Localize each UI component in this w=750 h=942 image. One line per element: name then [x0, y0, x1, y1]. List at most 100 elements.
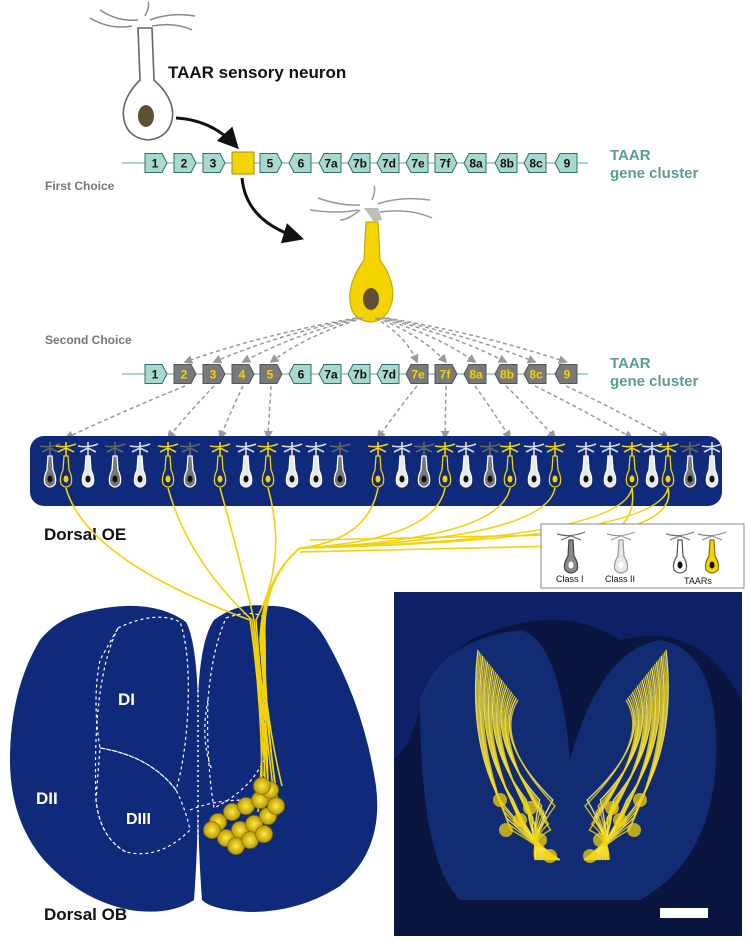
gene-label: 8c [529, 368, 543, 382]
choice-arrow [269, 317, 364, 364]
projection-arrow [474, 385, 511, 440]
other-neuron [599, 442, 621, 488]
gene-3: 3 [202, 364, 226, 384]
other-neuron [281, 442, 303, 488]
other-neuron [701, 442, 723, 488]
choice-arrow [374, 317, 419, 364]
projection-arrow [64, 385, 186, 440]
taar-neuron [367, 442, 389, 488]
gene-label: 7a [324, 157, 338, 171]
gene-9: 9 [554, 364, 578, 384]
gene-label: 7d [382, 157, 396, 171]
first-choice-label: First Choice [45, 179, 115, 193]
gene-2: 2 [173, 364, 197, 384]
zone-di-label: DI [118, 690, 135, 709]
other-neuron [235, 442, 257, 488]
other-neuron [679, 442, 701, 488]
gene-label: 5 [267, 157, 274, 171]
gene-6: 6 [288, 364, 312, 384]
legend-taars: TAARs [684, 576, 712, 586]
other-neuron [305, 442, 327, 488]
gene-8a: 8a [463, 364, 487, 384]
gene-7f: 7f [434, 153, 458, 173]
projection-arrow [218, 385, 244, 440]
projection-arrow [505, 385, 557, 440]
oe-neurons [39, 442, 723, 488]
dashed-arrows-to-genes [183, 317, 568, 364]
gene-label: 3 [210, 157, 217, 171]
taar-neuron [434, 442, 456, 488]
neuron-legend: Class I Class II TAARs [540, 523, 745, 589]
taar-neuron [157, 442, 179, 488]
scale-bar [660, 908, 708, 918]
gene-label: 8c [529, 157, 543, 171]
gene-6: 6 [288, 153, 312, 173]
choice-arrow [386, 317, 568, 364]
gene-5: 5 [259, 364, 283, 384]
choice-arrow [381, 317, 508, 363]
other-neuron [523, 442, 545, 488]
gene-label: 7b [353, 157, 367, 171]
choice-arrow [376, 317, 448, 364]
legend-class-i: Class I [556, 574, 584, 584]
gene-label: 2 [181, 157, 188, 171]
gene-chosen [231, 151, 255, 175]
gene-7a: 7a [318, 364, 342, 384]
gene-label: 7f [440, 157, 452, 171]
gene-7e: 7e [405, 364, 429, 384]
projection-arrow [263, 385, 273, 440]
glomerulus [203, 821, 221, 839]
gene-8c: 8c [523, 364, 547, 384]
other-neuron [479, 442, 501, 488]
gene-7e: 7e [405, 153, 429, 173]
gene-7b: 7b [347, 153, 371, 173]
gene-label: 4 [239, 368, 246, 382]
zone-diii-label: DIII [126, 811, 151, 828]
taar-neuron [657, 442, 679, 488]
choice-arrow [379, 317, 477, 364]
taar-neuron [209, 442, 231, 488]
gene-label: 8b [500, 157, 514, 171]
gene-label: 1 [152, 368, 159, 382]
axon [65, 487, 263, 791]
gene-label: 1 [152, 157, 159, 171]
taar-neuron [499, 442, 521, 488]
legend-neuron-icon [697, 531, 727, 574]
gene-label: 9 [564, 368, 571, 382]
gene-8a: 8a [463, 153, 487, 173]
axon [263, 487, 669, 777]
choice-arrow [212, 317, 359, 364]
gene-label: 7d [382, 368, 396, 382]
gene-5: 5 [259, 153, 283, 173]
taar-neuron [55, 442, 77, 488]
gene-7b: 7b [347, 364, 371, 384]
projection-arrow [534, 385, 634, 439]
gene-7f: 7f [434, 364, 458, 384]
cluster-label-line2: gene cluster [610, 165, 699, 182]
dashed-arrows-to-oe [64, 385, 670, 440]
ob-right-hemisphere [197, 605, 378, 912]
taar-glomeruli [203, 777, 285, 855]
second-arrow [240, 177, 305, 244]
second-choice-label: Second Choice [45, 333, 132, 347]
legend-neuron-icon [606, 531, 636, 574]
cluster-label-2: TAAR gene cluster [610, 355, 699, 390]
gene-2: 2 [173, 153, 197, 173]
dorsal-oe-label: Dorsal OE [44, 525, 126, 544]
gene-label: 8b [500, 368, 514, 382]
other-neuron [413, 442, 435, 488]
gene-label: 7e [411, 368, 425, 382]
gene-label: 7a [324, 368, 338, 382]
gene-8b: 8b [494, 364, 518, 384]
gene-label: 7f [440, 368, 452, 382]
gene-7d: 7d [376, 153, 400, 173]
zone-dii-label: DII [36, 789, 58, 808]
taar-neuron [257, 442, 279, 488]
gene-8c: 8c [523, 153, 547, 173]
cluster-label-1: TAAR gene cluster [610, 147, 699, 182]
gene-7d: 7d [376, 364, 400, 384]
gene-label: 8a [469, 368, 483, 382]
gene-label: 3 [210, 368, 217, 382]
